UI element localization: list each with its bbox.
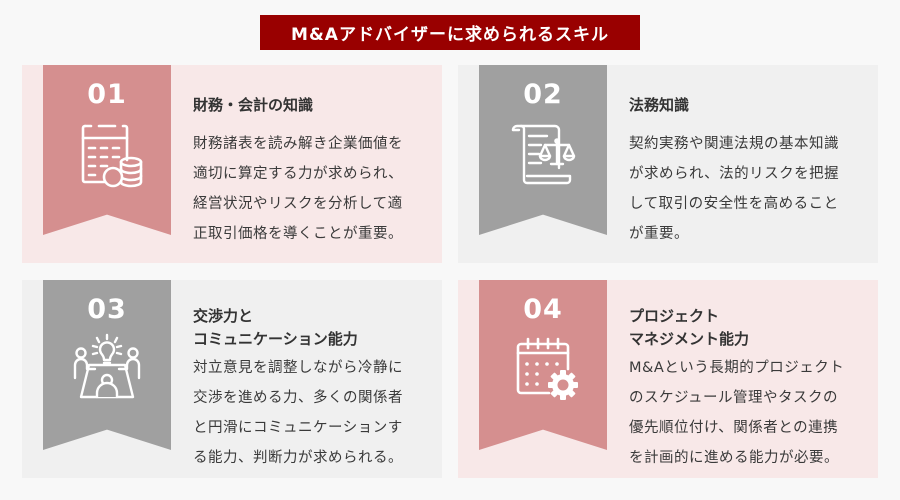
skill-card-finance: 01 財務・会計の知識 財務諸表を読み解き企業価値を 適切に算定する力が求め (22, 65, 442, 263)
skill-card-negotiation: 03 交渉力と コミュニケーション能力 (22, 280, 442, 478)
number-banner: 04 (479, 280, 607, 450)
card-text: 法務知識 契約実務や関連法規の基本知識 が求められ、法的リスクを把握 して取引の… (629, 65, 866, 249)
card-number: 02 (523, 79, 563, 110)
body-line: 適切に算定する力が求められ、 (193, 166, 404, 182)
card-heading: 財務・会計の知識 (193, 94, 430, 117)
body-line: を計画的に進める能力が必要。 (629, 450, 839, 466)
body-line: 正取引価格を導くことが重要。 (193, 226, 403, 242)
heading-line: コミュニケーション能力 (193, 330, 358, 348)
card-number: 03 (87, 294, 127, 325)
card-body: M&Aという長期的プロジェクト のスケジュール管理やタスクの 優先順位付け、関係… (629, 353, 866, 473)
body-line: 経営状況やリスクを分析して適 (193, 196, 403, 212)
card-text: 交渉力と コミュニケーション能力 対立意見を調整しながら冷静に 交渉を進める力、… (193, 280, 430, 473)
body-line: M&Aという長期的プロジェクト (629, 360, 845, 376)
heading-line: 法務知識 (629, 96, 690, 114)
heading-line: 交渉力と (193, 307, 254, 325)
card-heading: 法務知識 (629, 94, 866, 117)
card-text: プロジェクト マネジメント能力 M&Aという長期的プロジェクト のスケジュール管… (629, 280, 866, 473)
calendar-gear-icon (503, 333, 583, 403)
heading-line: プロジェクト (629, 307, 720, 325)
body-line: 交渉を進める力、多くの関係者 (193, 390, 403, 406)
skill-card-legal: 02 法務知識 契約実務や関連法規の基本知識 (458, 65, 878, 263)
body-line: と円滑にコミュニケーションす (193, 420, 403, 436)
body-line: る能力、判断力が求められる。 (193, 450, 403, 466)
body-line: が求められ、法的リスクを把握 (629, 166, 840, 182)
card-heading: 交渉力と コミュニケーション能力 (193, 305, 430, 351)
body-line: して取引の安全性を高めること (629, 196, 839, 212)
card-text: 財務・会計の知識 財務諸表を読み解き企業価値を 適切に算定する力が求められ、 経… (193, 65, 430, 249)
card-body: 財務諸表を読み解き企業価値を 適切に算定する力が求められ、 経営状況やリスクを分… (193, 129, 430, 249)
heading-line: マネジメント能力 (629, 330, 750, 348)
card-body: 対立意見を調整しながら冷静に 交渉を進める力、多くの関係者 と円滑にコミュニケー… (193, 353, 430, 473)
card-body: 契約実務や関連法規の基本知識 が求められ、法的リスクを把握 して取引の安全性を高… (629, 129, 866, 249)
skill-card-project-management: 04 (458, 280, 878, 478)
calculator-coins-icon (67, 118, 147, 188)
card-heading: プロジェクト マネジメント能力 (629, 305, 866, 351)
body-line: のスケジュール管理やタスクの (629, 390, 838, 406)
card-number: 01 (87, 79, 127, 110)
body-line: 対立意見を調整しながら冷静に (193, 360, 403, 376)
heading-line: 財務・会計の知識 (193, 96, 314, 114)
card-number: 04 (523, 294, 563, 325)
number-banner: 03 (43, 280, 171, 450)
body-line: 契約実務や関連法規の基本知識 (629, 136, 839, 152)
meeting-idea-icon (67, 333, 147, 403)
body-line: 優先順位付け、関係者との連携 (629, 420, 839, 436)
legal-scroll-scales-icon (503, 118, 583, 188)
number-banner: 01 (43, 65, 171, 235)
body-line: 財務諸表を読み解き企業価値を (193, 136, 403, 152)
page-title: M&Aアドバイザーに求められるスキル (260, 15, 640, 50)
number-banner: 02 (479, 65, 607, 235)
body-line: が重要。 (629, 226, 689, 242)
